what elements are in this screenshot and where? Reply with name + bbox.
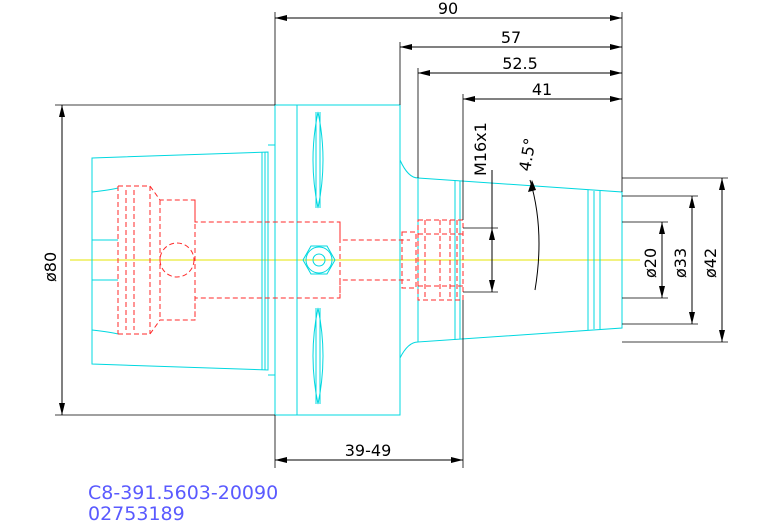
hidden-bore [117, 185, 464, 335]
tool-outline [91, 104, 623, 416]
dim-range: 39-49 [345, 441, 392, 460]
dim-57: 57 [501, 28, 521, 47]
dim-90: 90 [438, 0, 458, 18]
center-bolt [302, 245, 336, 275]
dim-dia20: ø20 [641, 248, 660, 278]
dim-dia33: ø33 [671, 248, 690, 278]
dim-thread: M16x1 [471, 122, 490, 176]
dim-angle: 4.5° [515, 136, 540, 172]
dimension-lines [55, 12, 728, 468]
dim-41: 41 [532, 80, 552, 99]
item-number: 02753189 [88, 503, 185, 523]
dim-dia42: ø42 [701, 248, 720, 278]
dim-dia80: ø80 [41, 252, 60, 282]
dim-52-5: 52.5 [502, 54, 538, 73]
part-number: C8-391.5603-20090 [88, 482, 278, 504]
